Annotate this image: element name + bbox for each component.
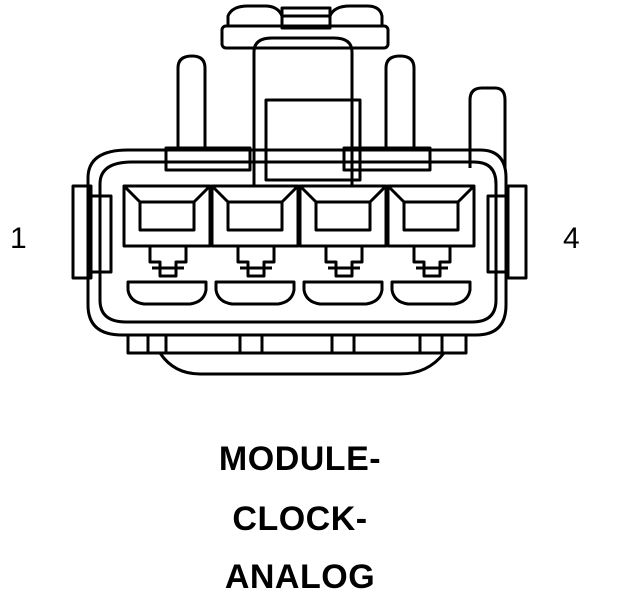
center-tower <box>252 36 354 185</box>
cavity-2 <box>210 184 300 306</box>
caption-line-1: MODULE- <box>218 440 382 478</box>
connector-body-inner <box>98 160 498 324</box>
right-post <box>342 54 432 172</box>
left-side-tab <box>71 184 113 280</box>
caption-line-3: ANALOG <box>224 558 376 596</box>
right-hook <box>468 86 507 168</box>
right-side-tab <box>486 184 528 280</box>
pin-label-left: 1 <box>10 222 27 255</box>
top-latch <box>220 4 390 50</box>
cavity-4 <box>386 184 476 306</box>
left-post <box>164 54 252 172</box>
caption-line-2: CLOCK- <box>232 500 368 538</box>
center-window <box>264 98 362 182</box>
cavity-1 <box>122 184 212 306</box>
connector-body-outer <box>86 148 508 337</box>
bottom-rail <box>126 333 468 376</box>
cavity-3 <box>298 184 388 306</box>
pin-label-right: 4 <box>563 222 580 255</box>
